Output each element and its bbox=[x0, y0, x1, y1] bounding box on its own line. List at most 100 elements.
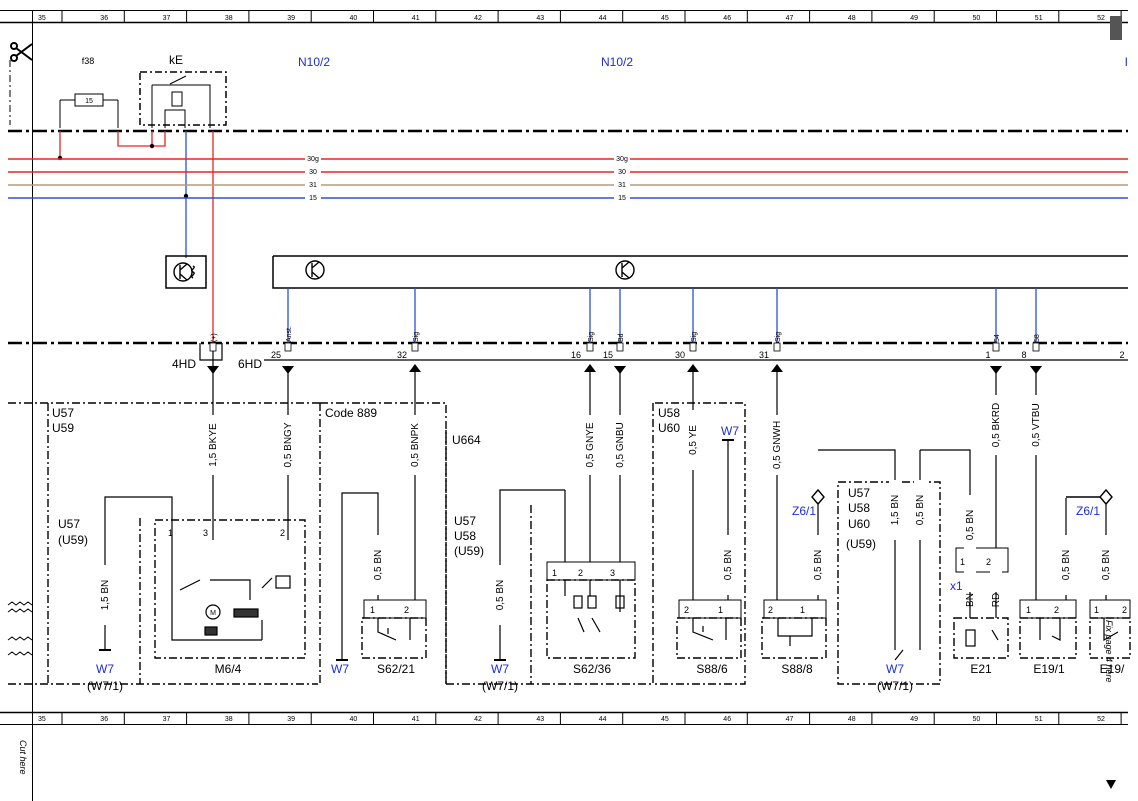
cut-here-text: Cut here bbox=[18, 740, 28, 775]
pin-terminal bbox=[992, 342, 1000, 352]
wire-label-bg bbox=[889, 480, 901, 540]
ground-ref-label: (W7/1) bbox=[482, 679, 518, 693]
module-label-c: I bbox=[1125, 55, 1128, 69]
splice-label: Z6/1 bbox=[1076, 504, 1100, 518]
group-label: U57 bbox=[454, 514, 476, 528]
component-label: S62/21 bbox=[377, 662, 415, 676]
grid-number: 39 bbox=[287, 15, 295, 22]
bus-label: 31 bbox=[309, 182, 317, 189]
pin-terminal bbox=[411, 342, 419, 352]
wire-label: 0,5 BN bbox=[915, 495, 926, 526]
arrow-down-icon bbox=[1030, 366, 1042, 374]
wire-label: 0,5 GNWH bbox=[772, 421, 783, 469]
wire-label: 0,5 BN bbox=[813, 550, 824, 581]
grid-number: 37 bbox=[163, 15, 171, 22]
group-label: U60 bbox=[658, 421, 680, 435]
wire-label-bg bbox=[494, 565, 506, 625]
pin-terminal bbox=[773, 342, 781, 352]
grid-number: 37 bbox=[163, 716, 171, 723]
grid-number: 50 bbox=[973, 716, 981, 723]
wire-label: 0,5 BKRD bbox=[991, 403, 1002, 447]
wire-label-bg bbox=[812, 535, 824, 595]
grid-number: 50 bbox=[973, 15, 981, 22]
grid-number: 36 bbox=[100, 716, 108, 723]
component-label: S88/6 bbox=[696, 662, 728, 676]
bus-label-bg bbox=[614, 193, 630, 201]
switch-symbols bbox=[377, 580, 1119, 647]
grid-number: 46 bbox=[723, 15, 731, 22]
grid-number: 43 bbox=[536, 15, 544, 22]
wire-label: 0,5 BN bbox=[723, 550, 734, 581]
component-pin-number: 2 bbox=[768, 605, 773, 615]
splice-icons bbox=[811, 488, 1113, 506]
ground-label: W7 bbox=[721, 424, 739, 438]
triangle-down-icon bbox=[1106, 780, 1116, 789]
top-fuse-section bbox=[9, 60, 227, 128]
component-pin-number: 2 bbox=[578, 568, 583, 578]
grid-number: 45 bbox=[661, 15, 669, 22]
wire-label-bg bbox=[99, 565, 111, 625]
wire-label: 0,5 BN bbox=[1101, 550, 1112, 581]
group-label: U58 bbox=[848, 501, 870, 515]
module-label-a: N10/2 bbox=[298, 55, 330, 69]
pin-terminal bbox=[689, 342, 697, 352]
grid-number: 40 bbox=[350, 15, 358, 22]
pin-label: (+) bbox=[211, 333, 218, 342]
wire-label: 0,5 BN bbox=[495, 580, 506, 611]
module-drop-wires bbox=[287, 288, 1037, 343]
bus-label: 30g bbox=[616, 156, 628, 163]
pin-terminal bbox=[586, 342, 594, 352]
bus-label: 15 bbox=[309, 195, 317, 202]
ground-ref-label: (W7/1) bbox=[87, 679, 123, 693]
arrow-up-icon bbox=[584, 364, 596, 372]
component-pin-number: 3 bbox=[203, 528, 208, 538]
grid-number: 40 bbox=[350, 716, 358, 723]
grid-number: 42 bbox=[474, 716, 482, 723]
grid-number: 35 bbox=[38, 716, 46, 723]
grid-frame bbox=[0, 10, 1128, 801]
pin-label: Sig bbox=[691, 332, 698, 342]
grid-number: 47 bbox=[786, 15, 794, 22]
wire-label-bg bbox=[282, 415, 294, 475]
group-label: U57 bbox=[58, 517, 80, 531]
wire-label-bg bbox=[771, 415, 783, 475]
group-label: U58 bbox=[658, 406, 680, 420]
wire-label: BN bbox=[965, 593, 976, 607]
component-label: S88/8 bbox=[781, 662, 813, 676]
bus-label-bg bbox=[305, 180, 321, 188]
pin-number: 1 bbox=[985, 350, 990, 360]
motor-relay-symbols bbox=[171, 540, 291, 641]
bus-label: 30 bbox=[618, 169, 626, 176]
pin-headers bbox=[363, 547, 1131, 619]
grid-number: 35 bbox=[38, 15, 46, 22]
ground-label: W7 bbox=[886, 662, 904, 676]
fuse-label: f38 bbox=[82, 56, 95, 66]
component-label: E19/1 bbox=[1033, 662, 1065, 676]
grid-number: 41 bbox=[412, 716, 420, 723]
wire-label: 0,5 BN bbox=[1061, 550, 1072, 581]
left-stub-marks bbox=[7, 601, 33, 656]
bus-label: 31 bbox=[618, 182, 626, 189]
wire-label-bg bbox=[990, 570, 1002, 592]
bus-label-bg bbox=[305, 154, 321, 162]
pin-terminal bbox=[1032, 342, 1040, 352]
group-label: (U59) bbox=[846, 537, 876, 551]
pin-terminal bbox=[209, 342, 217, 352]
wire-label: 0,5 BNPK bbox=[410, 423, 421, 467]
wire-label: 0,5 BN bbox=[965, 510, 976, 541]
wire-label-bg bbox=[207, 415, 219, 475]
bus-label: 15 bbox=[618, 195, 626, 202]
group-label: Code 889 bbox=[325, 406, 377, 420]
wire-label: 0,5 GNYE bbox=[585, 422, 596, 467]
pin-number: 8 bbox=[1021, 350, 1026, 360]
transistor-icon bbox=[615, 260, 635, 280]
top-junctions bbox=[57, 143, 189, 199]
bus-label-bg bbox=[614, 154, 630, 162]
wire-label-bg bbox=[1030, 395, 1042, 455]
grid-number: 44 bbox=[599, 716, 607, 723]
wire-label-bg bbox=[409, 415, 421, 475]
section-boxes bbox=[8, 402, 941, 685]
